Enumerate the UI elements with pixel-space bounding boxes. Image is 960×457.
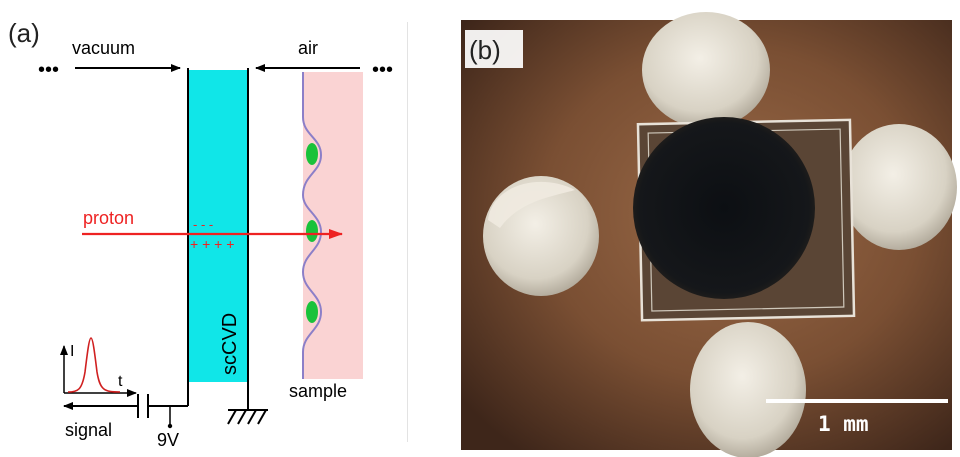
detector-label: scCVD [219,313,241,375]
panel-a-label: (a) [8,18,40,48]
scale-bar-label: 1 mm [818,412,869,436]
current-axis-label: I [70,343,74,360]
cell-top [306,143,318,165]
contact-pad-top [642,12,770,128]
negative-charges: - - - [193,217,213,232]
panel-b-label-background [465,30,523,68]
ellipsis-left: ••• [38,59,59,81]
dark-aperture [633,117,815,299]
cell-bottom [306,301,318,323]
signal-pulse [67,337,121,393]
battery-label: 9V [157,430,179,450]
time-axis-label: t [118,373,123,390]
ground-hatch [227,409,267,425]
cell-middle [306,220,318,242]
detector-slab [188,70,248,382]
vacuum-label: vacuum [72,38,135,58]
signal-label: signal [65,420,112,440]
contact-pad-left-flake [488,181,575,228]
panel-divider [407,22,408,442]
sample-label: sample [289,381,347,401]
ellipsis-right: ••• [372,59,393,81]
panel-a-schematic: (a) ••• vacuum air ••• scCVD sample prot… [8,18,393,450]
air-label: air [298,38,318,58]
positive-charges: + + + + [190,236,234,252]
contact-pad-right [841,124,957,250]
panel-b-label: (b) [469,35,501,65]
bias-node [167,423,173,429]
sample-membrane [301,72,323,379]
proton-label: proton [83,208,134,228]
contact-pad-bottom [690,322,806,457]
